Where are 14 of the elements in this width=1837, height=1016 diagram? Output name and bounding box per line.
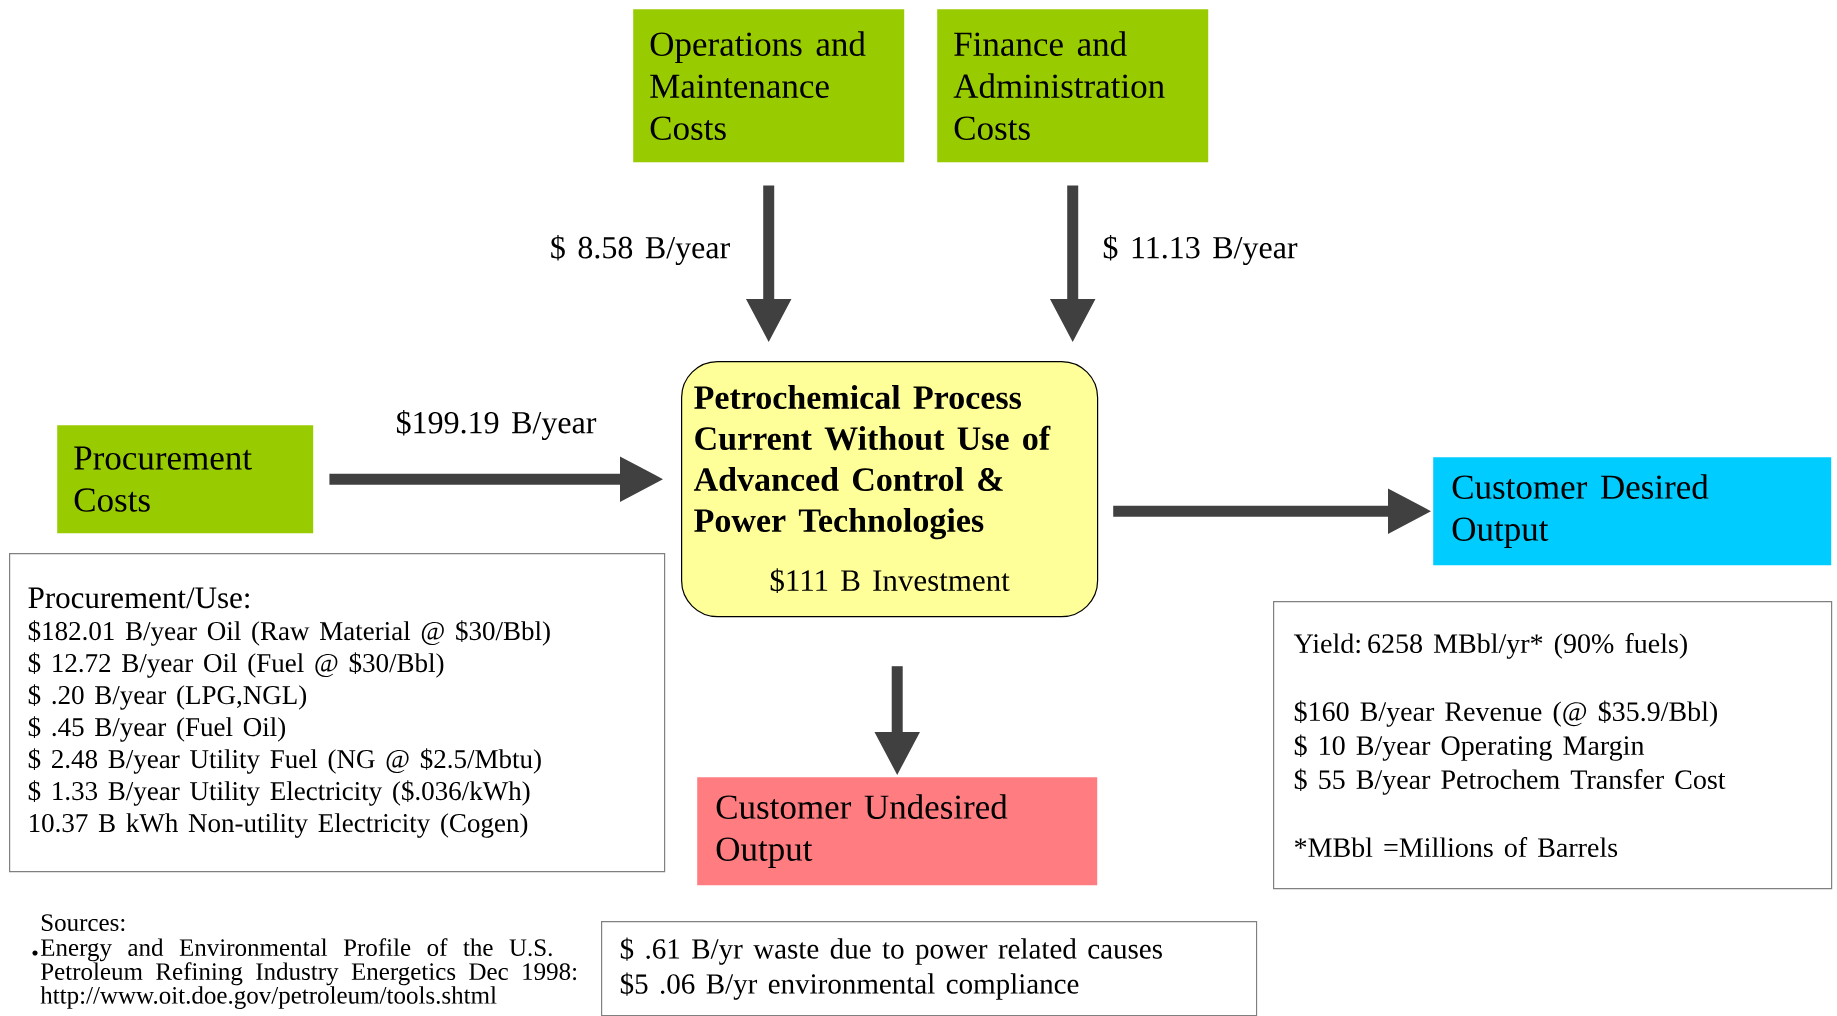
- edge-label: $199.19 B/year: [393, 407, 599, 443]
- output-box: Customer Desired Output: [1433, 457, 1832, 566]
- edge-label: $ 11.13 B/year: [1100, 232, 1300, 268]
- text-box: $ .61 B/yr waste due to power related causes $5 .06 B/yr environmental compliance: [601, 921, 1258, 1016]
- text-box: Procurement/Use: $182.01 B/year Oil (Raw Material @ $30/Bbl) $ 12.72 B/year Oil (Fuel @ $30/Bbl) $ .20 B/year (LPG,NGL) $ .45 B/year (Fuel Oil) $ 2.48 B/year Utility Fuel (NG @ $2.5/Mbtu) $ 1.33 B/year Utility Electricity ($.036/kWh) 10.37 B kWh Non-utility Electricity (Cogen): [9, 553, 666, 873]
- source-note: Energy and Environmental Profile of the U.S. Petroleum Refining Industry Energetics Dec 1998: http://www.oit.doe.gov/petroleum/tools.shtml: [40, 938, 577, 1009]
- process-box: Petrochemical Process Current Without Use of Advanced Control & Power Technologies $111 B Investment: [681, 361, 1099, 618]
- output-box: Customer Undesired Output: [697, 777, 1098, 886]
- cost-box: Finance and Administration Costs: [937, 9, 1209, 163]
- text-box: Yield: 6258 MBbl/yr* (90% fuels) $160 B/year Revenue (@ $35.9/Bbl) $ 10 B/year Operating Margin $ 55 B/year Petrochem Transfer Cost *MBbl =Millions of Barrels: [1273, 601, 1833, 890]
- cost-box: Operations and Maintenance Costs: [633, 9, 905, 163]
- edge-label: $ 8.58 B/year: [547, 232, 733, 268]
- sources-heading: Sources:: [41, 914, 125, 932]
- cost-box: Procurement Costs: [57, 425, 314, 534]
